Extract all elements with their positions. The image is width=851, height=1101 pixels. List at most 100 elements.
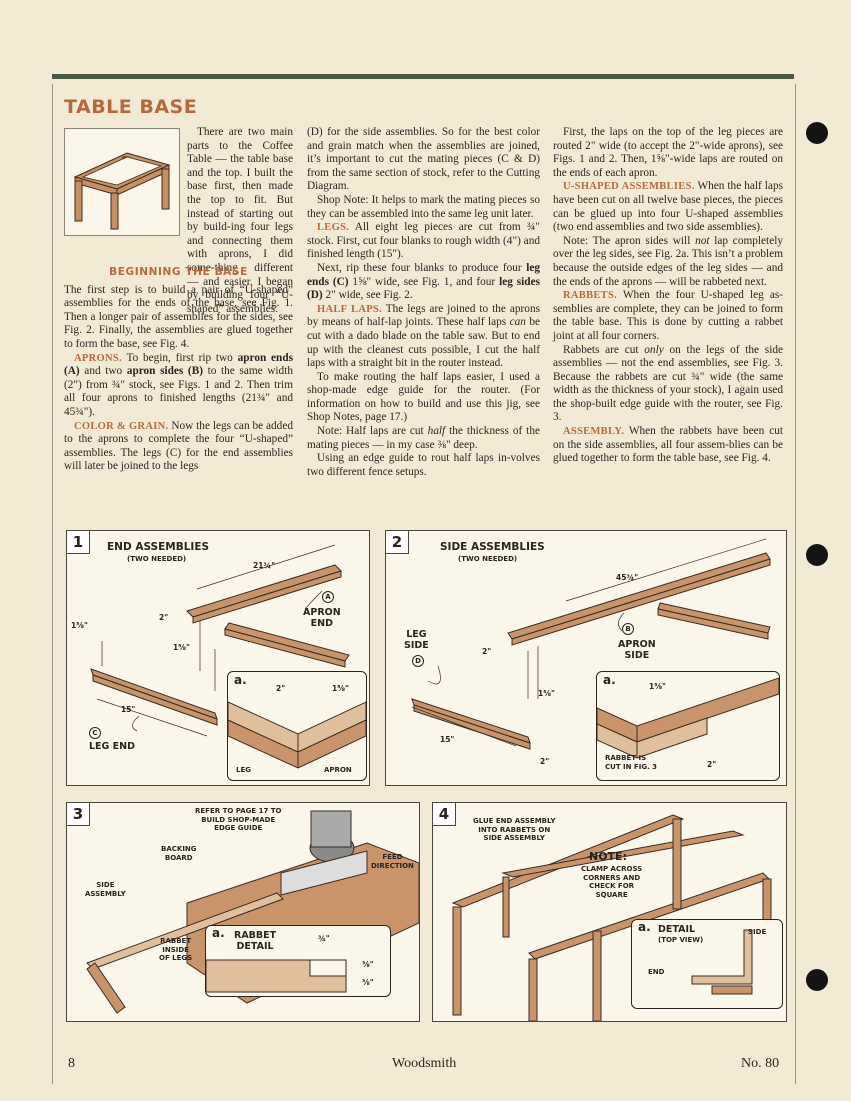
paragraph: COLOR & GRAIN. Now the legs can be added…	[64, 420, 293, 474]
issue-number: No. 80	[741, 1056, 780, 1071]
part-marker-a: A	[322, 591, 334, 603]
half-lap-detail-drawing	[228, 701, 366, 769]
magazine-name: Woodsmith	[392, 1056, 457, 1071]
text: When the rabbets have been cut on the si…	[553, 425, 783, 465]
note-body: CLAMP ACROSS CORNERS AND CHECK FOR SQUAR…	[581, 865, 643, 899]
page-number: 8	[68, 1056, 75, 1071]
text-bold: leg ends (C)	[307, 261, 540, 288]
label-rabbet-inside: RABBET INSIDE OF LEGS	[159, 937, 193, 962]
detail-title: DETAIL	[658, 924, 696, 935]
dim-rabbet-depth: ⅜"	[362, 960, 374, 969]
text: Now the legs can be added to the aprons …	[64, 419, 293, 473]
detail-subtitle: (TOP VIEW)	[658, 936, 704, 944]
text: All eight leg pieces are cut from ¾" sto…	[307, 221, 540, 261]
label-apron-end: APRON END	[303, 607, 341, 629]
figure-4-assembly: 4 GLUE END ASSEMBLY INTO RABBETS ON SIDE…	[432, 802, 787, 1022]
detail-dim-158: 1⅝"	[649, 682, 666, 691]
dim-apron-length: 21¾"	[253, 561, 276, 570]
run-in-head: ASSEMBLY.	[563, 426, 625, 438]
detail-label-rabbet: RABBET IS CUT IN FIG. 3	[605, 754, 658, 771]
detail-label-apron: APRON	[324, 766, 352, 774]
text: Note: The apron sides will	[563, 234, 696, 247]
text: be cut with a dado blade on the table sa…	[307, 316, 540, 370]
text-italic: only	[644, 343, 664, 356]
detail-title: RABBET DETAIL	[234, 930, 277, 952]
corner-joint-drawing	[691, 929, 753, 995]
column-2: (D) for the side assemblies. So for the …	[307, 126, 540, 479]
dim-rabbet-remaining: ⅜"	[362, 978, 374, 987]
label-leg-side: LEG SIDE	[404, 629, 429, 651]
text: lap completely over the leg sides, see F…	[553, 234, 783, 288]
label-refer-page: REFER TO PAGE 17 TO BUILD SHOP-MADE EDGE…	[195, 807, 282, 832]
text: 2" wide, see Fig. 2.	[322, 289, 413, 302]
dim-apron-width: 2"	[482, 647, 492, 656]
figure-title: END ASSEMBLIES	[107, 541, 210, 553]
paragraph: LEGS. All eight leg pieces are cut from …	[307, 221, 540, 262]
dim-apron-width: 2"	[159, 613, 169, 622]
half-lap-detail-drawing	[597, 677, 779, 759]
dim-leg-width: 2"	[540, 757, 550, 766]
binder-hole	[806, 544, 828, 566]
detail-label: a.	[234, 673, 247, 687]
note-heading: NOTE:	[589, 850, 627, 863]
label-feed-direction: FEED DIRECTION	[371, 853, 414, 870]
part-marker-c: C	[89, 727, 101, 739]
paragraph: RABBETS. When the four U-shaped leg as-s…	[553, 289, 783, 343]
run-in-head: LEGS.	[317, 222, 350, 234]
detail-a-inset: a. 2" 1⅝" LEG APRON	[227, 671, 367, 781]
text-bold: apron ends (A)	[64, 351, 293, 378]
rabbet-detail-drawing	[206, 959, 347, 993]
end-assembly-drawing	[90, 544, 350, 737]
paragraph: The first step is to build a pair of “U-…	[64, 283, 293, 350]
label-backing-board: BACKING BOARD	[161, 845, 197, 862]
run-in-head: HALF LAPS.	[317, 303, 382, 315]
text-italic: half	[427, 425, 446, 438]
text: When the four U-shaped leg as-semblies a…	[553, 289, 783, 342]
paragraph: HALF LAPS. The legs are joined to the ap…	[307, 303, 540, 371]
text: When the half laps have been cut on all …	[553, 180, 783, 234]
paragraph: Rabbets are cut only on the legs of the …	[553, 344, 783, 426]
paragraph: (D) for the side assemblies. So for the …	[307, 126, 540, 193]
detail-label-side: SIDE	[748, 928, 767, 936]
figure-number: 2	[386, 531, 409, 554]
figure-3-routing-rabbets: 3 REFER TO PAGE 17 TO BUILD SHOP-MADE ED…	[66, 802, 420, 1022]
text: Rabbets are cut	[563, 343, 645, 356]
figure-2-side-assemblies: 2 SIDE ASSEMBLIES (TWO NEEDED) 45¾" 2" 1…	[385, 530, 787, 786]
detail-a-rabbet: a. RABBET DETAIL ¾" ⅜" ⅜"	[205, 925, 391, 997]
paragraph: ASSEMBLY. When the rabbets have been cut…	[553, 425, 783, 466]
figure-number: 3	[67, 803, 90, 826]
detail-a-inset: a. 1⅝" RABBET IS CUT IN FIG. 3 2"	[596, 671, 780, 781]
detail-label-end: END	[648, 968, 665, 976]
detail-label-leg: LEG	[236, 766, 251, 774]
side-assembly-drawing	[411, 538, 771, 750]
run-in-head: U-SHAPED ASSEMBLIES.	[563, 181, 695, 193]
part-marker-b: B	[622, 623, 634, 635]
article-title: TABLE BASE	[64, 96, 198, 118]
detail-dim-2: 2"	[276, 684, 286, 693]
dim-leg-width: 1⅝"	[173, 643, 190, 652]
binder-hole	[806, 122, 828, 144]
run-in-head: APRONS.	[74, 352, 122, 364]
text-bold: apron sides (B)	[126, 365, 203, 378]
section-subhead: BEGINNING THE BASE	[109, 266, 248, 278]
text: To begin, first rip two	[121, 351, 238, 364]
paragraph: Note: The apron sides will not lap compl…	[553, 235, 783, 289]
text-italic: can	[509, 316, 526, 329]
figure-1-end-assemblies: 1 END ASSEMBLIES (TWO NEEDED) 21¾" 2" 1⅝…	[66, 530, 370, 786]
text: 1⅝" wide, see Fig. 1, and four	[348, 275, 500, 288]
text-italic: not	[695, 234, 710, 247]
header-rule	[52, 74, 794, 79]
paragraph: U-SHAPED ASSEMBLIES. When the half laps …	[553, 180, 783, 234]
figure-number: 4	[433, 803, 456, 826]
column-1-intro: There are two main parts to the Coffee T…	[187, 126, 293, 316]
dim-lap-width: 1⅝"	[538, 689, 555, 698]
paragraph: Using an edge guide to rout half laps in…	[307, 452, 540, 478]
text: The legs are joined to the aprons by mea…	[307, 302, 540, 329]
text-bold: leg sides (D)	[307, 275, 540, 302]
column-3: First, the laps on the top of the leg pi…	[553, 126, 783, 466]
label-apron-side: APRON SIDE	[618, 639, 656, 661]
text: Next, rip these four blanks to produce f…	[317, 261, 527, 274]
dim-leg-length: 15"	[121, 705, 136, 714]
detail-label: a.	[638, 920, 651, 934]
part-marker-d: D	[412, 655, 424, 667]
